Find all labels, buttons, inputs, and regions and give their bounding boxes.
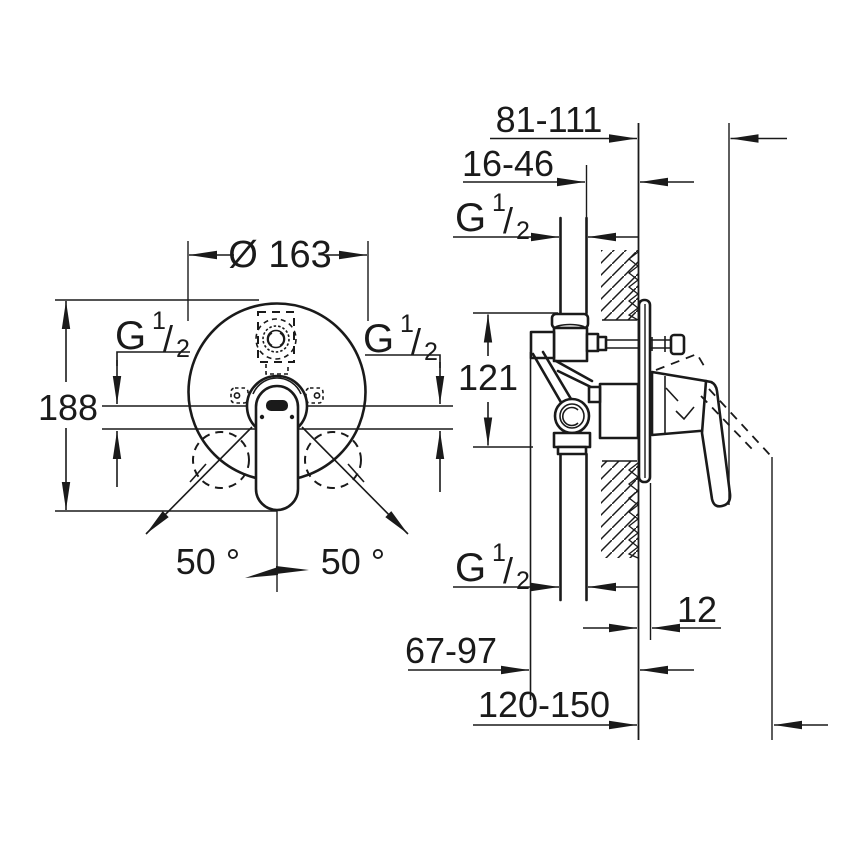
dim-label-12: 12	[677, 589, 717, 630]
dim-height-188: 188	[38, 299, 277, 512]
inlet-port-left-mark	[233, 392, 241, 399]
dim-label-plate-diameter: Ø 163	[228, 234, 332, 276]
thread-callout-front-left: G 1 / 2	[112, 307, 190, 487]
lever-dimple-left	[259, 414, 265, 420]
wall-finish-zigzag-lower	[627, 462, 640, 559]
side-view: 81-111 16-46 G 1 / 2 121	[405, 99, 828, 740]
handle-dashed-detail	[665, 387, 695, 421]
lever-dimple-right	[289, 414, 295, 420]
cross-tick-left	[189, 463, 207, 483]
thread-callout-front-right: G 1 / 2	[363, 310, 445, 492]
swing-circle-left	[192, 431, 250, 489]
dim-plate-diameter: Ø 163	[187, 234, 369, 321]
swing-ray-right	[301, 426, 409, 535]
angle-arrow-left	[245, 567, 278, 578]
dim-label-120-150: 120-150	[478, 684, 610, 725]
swing-circle-right	[304, 431, 362, 489]
dim-120-150: 120-150	[473, 684, 828, 730]
lower-body-base	[556, 445, 588, 456]
dim-label-81-111: 81-111	[496, 99, 603, 140]
plate-section	[637, 298, 652, 640]
inlet-union-clip	[562, 406, 579, 427]
bottom-outlet-pipe	[559, 452, 588, 602]
cross-tick-right	[347, 463, 365, 483]
swing-ray-left	[145, 426, 253, 535]
thread-label: G 1 / 2	[363, 310, 438, 366]
housing-step	[587, 385, 602, 404]
handle-raised-blade-dashed-inner	[700, 395, 755, 452]
port-dashed-ring	[255, 318, 297, 360]
dim-label-121: 121	[458, 357, 518, 398]
top-port-detail	[255, 311, 297, 375]
lever-logo-mark	[266, 400, 288, 411]
top-outlet-pipe	[559, 216, 588, 315]
thread-label: G 1 / 2	[115, 307, 190, 363]
dim-label-16-46: 16-46	[462, 143, 554, 184]
front-view: Ø 163 188 G 1 / 2 G 1	[38, 234, 453, 592]
port-knurled-ring	[262, 325, 290, 353]
dim-81-111: 81-111	[490, 99, 787, 143]
valve-body	[529, 312, 686, 700]
handle-side	[650, 123, 773, 740]
clamp-block	[529, 330, 556, 360]
spindle-adapter-2	[596, 335, 608, 352]
thread-label: G 1 / 2	[455, 539, 530, 595]
dim-16-46: 16-46	[462, 143, 694, 187]
dim-121: 121	[458, 312, 558, 448]
cartridge-housing	[598, 382, 640, 440]
angle-arrow-right	[276, 566, 309, 574]
port-screw-slots	[267, 332, 285, 347]
dim-12: 12	[583, 589, 721, 633]
dim-label-67-97: 67-97	[405, 630, 497, 671]
lower-body-block	[552, 431, 592, 449]
inlet-port-left	[230, 387, 249, 404]
port-centerlines	[102, 405, 453, 430]
angle-label-right: 50 °	[321, 541, 385, 582]
union-nut-body	[552, 326, 589, 363]
handle-collar-inner	[252, 377, 302, 395]
pipes	[559, 165, 588, 602]
clamp-arms	[531, 350, 599, 413]
spindle-knob	[669, 333, 686, 356]
handle-lever	[254, 384, 300, 512]
thread-callout-side-bottom: G 1 / 2	[453, 539, 639, 595]
inlet-union-inner	[559, 403, 585, 429]
spindle-adapter-1	[585, 332, 600, 353]
angle-label-left: 50 °	[176, 541, 240, 582]
thread-label: G 1 / 2	[455, 189, 530, 245]
thread-callout-side-top: G 1 / 2	[453, 189, 639, 245]
handle-raised-cap-dashed	[655, 352, 708, 372]
handle-swing-indication	[145, 426, 409, 592]
handle-lever-blade	[700, 379, 732, 508]
port-lower-tab	[265, 364, 289, 375]
dim-67-97: 67-97	[405, 630, 694, 675]
inlet-port-right-mark	[313, 392, 321, 399]
dim-label-height: 188	[38, 387, 98, 428]
wall-finish-zigzag-upper	[627, 251, 640, 321]
port-dashed-square	[257, 311, 295, 363]
